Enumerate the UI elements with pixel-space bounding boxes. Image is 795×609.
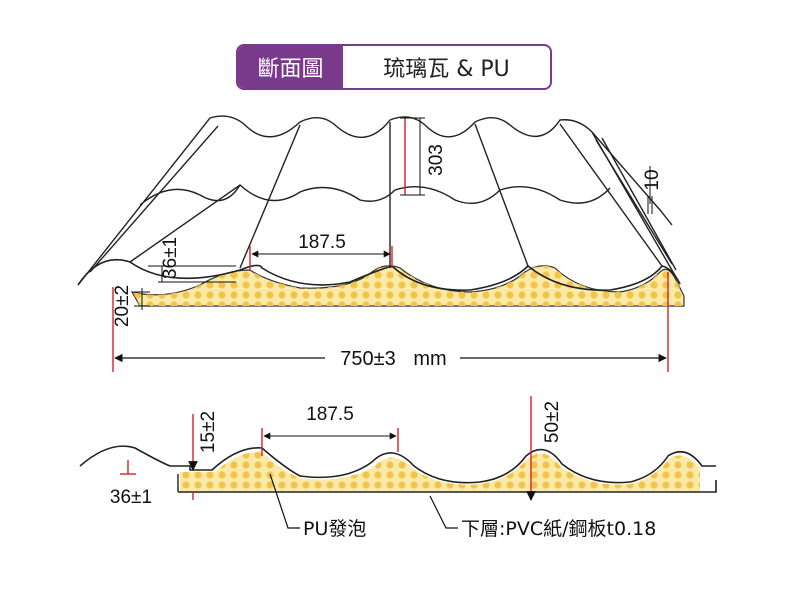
dim-width-unit: mm bbox=[413, 348, 446, 370]
title-tag: 斷面圖 bbox=[238, 46, 343, 88]
title-name: 琉璃瓦 & PU bbox=[383, 57, 510, 82]
dim-pitch-top-label: 187.5 bbox=[298, 232, 346, 253]
dim-height-label: 303 bbox=[426, 144, 447, 176]
dim-rib-section-label: 36±1 bbox=[110, 487, 152, 508]
dim-foam-min-label: 15±2 bbox=[198, 411, 219, 453]
panel-section-view: 15±2 187.5 50±2 36±1 PU發泡 下層:PVC紙/鋼板t0.1… bbox=[79, 396, 717, 540]
bottom-layer-line bbox=[178, 480, 717, 493]
label-bottom-layer: 下層:PVC紙/鋼板t0.18 bbox=[461, 518, 656, 540]
dim-pitch-section-label: 187.5 bbox=[306, 404, 354, 425]
dim-rib-top-label: 36±1 bbox=[160, 237, 181, 279]
tile-ribs bbox=[77, 115, 681, 286]
panel-3d-view: 10 303 187.5 36±1 20±2 750±3 mm bbox=[77, 115, 685, 372]
dim-foam-max-label: 50±2 bbox=[542, 401, 563, 443]
dim-thickness-label: 10 bbox=[642, 169, 663, 190]
title-bar: 斷面圖 琉璃瓦 & PU bbox=[236, 44, 552, 90]
dim-width-label: 750±3 bbox=[340, 348, 395, 370]
label-pu-foam: PU發泡 bbox=[303, 518, 366, 540]
dim-edge-label: 20±2 bbox=[112, 285, 133, 327]
